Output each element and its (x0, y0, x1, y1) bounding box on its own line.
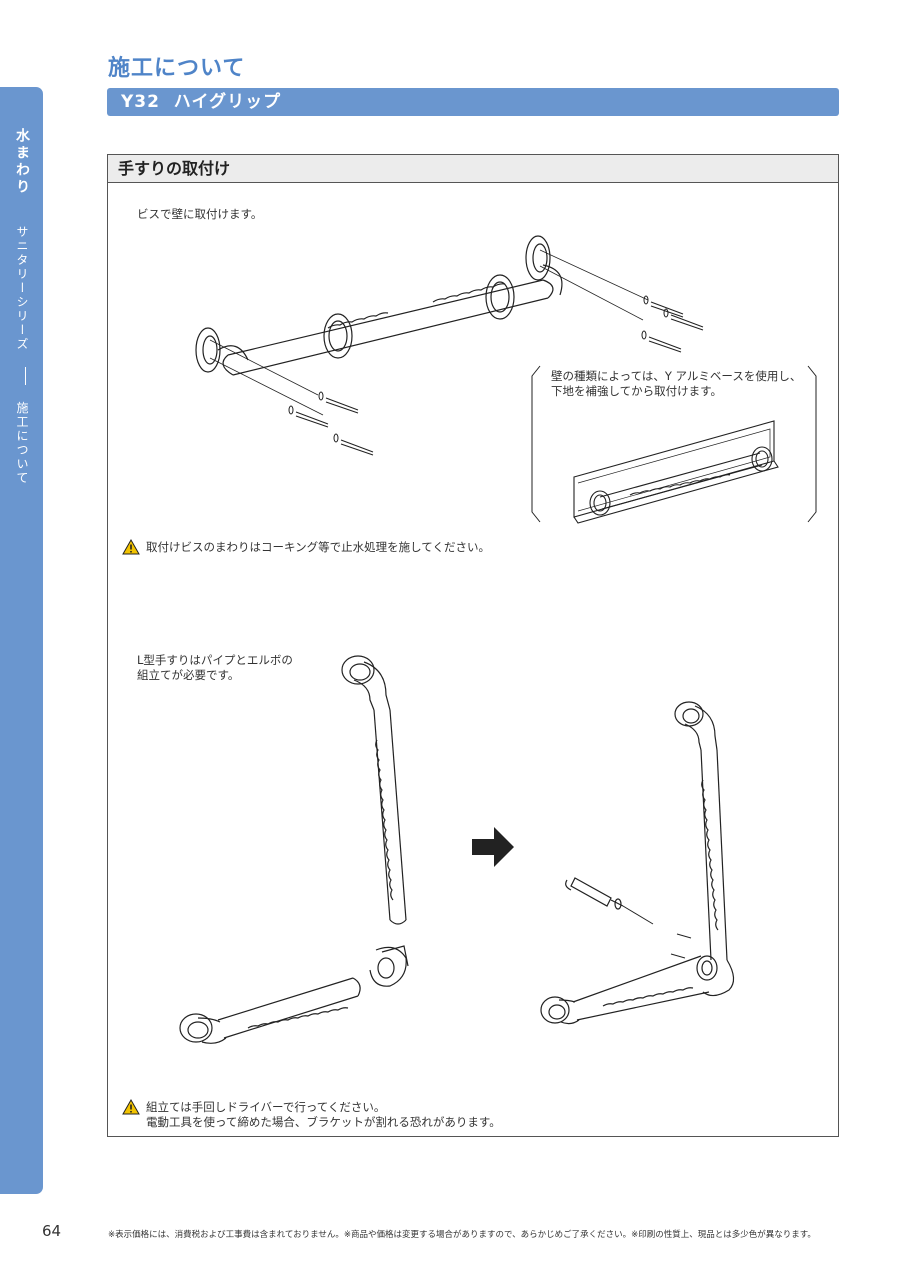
warning-1: 取付けビスのまわりはコーキング等で止水処理を施してください。 (122, 539, 490, 555)
lshape-note: L型手すりはパイプとエルボの 組立てが必要です。 (137, 653, 293, 682)
product-title-bar: Y32 ハイグリップ (107, 88, 839, 116)
side-series: サニタリーシリーズ (15, 225, 29, 352)
side-category: 水まわり (14, 128, 30, 196)
aluminum-base-illustration (573, 420, 779, 524)
lshape-parts-illustration (179, 655, 409, 1044)
side-divider (25, 367, 26, 386)
footer-note: ※表示価格には、消費税および工事費は含まれておりません。※商品や価格は変更する場… (108, 1230, 816, 1240)
side-tab-text: 水まわり サニタリーシリーズ 施工について (12, 128, 32, 485)
side-tab (0, 87, 43, 1194)
warning-triangle-icon (122, 1099, 140, 1115)
base-note: 壁の種類によっては、Y アルミベースを使用し、 下地を補強してから取付けます。 (551, 369, 802, 398)
warning-triangle-icon (122, 539, 140, 555)
product-title: Y32 ハイグリップ (121, 92, 282, 112)
page-number: 64 (42, 1222, 62, 1240)
installation-panel: 手すりの取付け ビスで壁に取付けます。 (107, 154, 839, 1137)
lshape-assembled-illustration (540, 701, 735, 1025)
panel-header: 手すりの取付け (108, 155, 838, 183)
page-title: 施工について (108, 56, 246, 81)
straight-bar-illustration (195, 235, 704, 456)
callout-bracket (531, 365, 817, 523)
arrow-right-icon (472, 827, 514, 867)
side-section: 施工について (15, 401, 29, 486)
screw-note: ビスで壁に取付けます。 (137, 207, 263, 221)
warning-2: 組立ては手回しドライバーで行ってください。 電動工具を使って締めた場合、ブラケッ… (122, 1099, 501, 1130)
